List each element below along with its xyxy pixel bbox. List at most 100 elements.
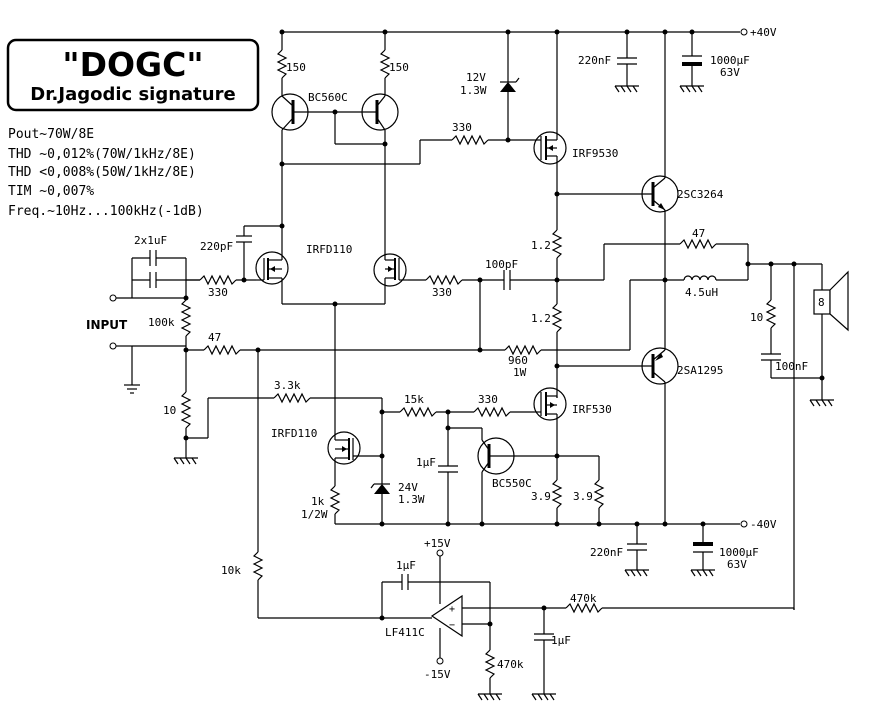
resistor-icon <box>186 344 505 356</box>
capacitor-icon <box>693 542 713 553</box>
r330-bot-label: 330 <box>478 393 498 406</box>
mosfet-icon <box>533 131 567 165</box>
r10k-label: 10k <box>221 564 241 577</box>
mosfet-icon <box>255 251 289 285</box>
rail-pos-label: +40V <box>750 26 777 39</box>
resistor-icon <box>329 485 341 515</box>
ground-icon <box>173 457 198 465</box>
resistor-icon <box>679 238 748 250</box>
spec-freq: Freq.~10Hz...100kHz(-1dB) <box>8 204 204 219</box>
input-terminals <box>109 294 186 385</box>
resistor-icon <box>484 649 496 679</box>
title-text: "DOGC" <box>62 45 203 84</box>
input-label: INPUT <box>86 318 128 332</box>
z24-power-label: 1.3W <box>398 493 425 506</box>
ground-icon <box>531 693 556 701</box>
resistor-icon <box>551 303 563 333</box>
c100p-label: 100pF <box>485 258 518 271</box>
capacitor-icon <box>438 465 458 473</box>
mosfet-icon <box>373 253 408 287</box>
op-label: LF411C <box>385 626 425 639</box>
r10-label: 10 <box>163 404 176 417</box>
r1-2b-label: 1.2 <box>531 312 551 325</box>
pnp-transistor-icon <box>557 347 679 385</box>
subtitle-text: Dr.Jagodic signature <box>30 84 235 105</box>
r3-9b-label: 3.9 <box>573 490 593 503</box>
spec-thd-50: THD <0,008%(50W/1kHz/8E) <box>8 165 196 180</box>
resistor-icon <box>593 479 605 509</box>
title-box: "DOGC" Dr.Jagodic signature <box>6 38 260 112</box>
c-2x1uf-label: 2x1uF <box>134 234 167 247</box>
resistor-icon <box>379 49 391 79</box>
r960-label: 960 <box>508 354 528 367</box>
z24-label: 24V <box>398 481 418 494</box>
resistor-icon <box>425 274 463 286</box>
ground-icon <box>624 569 649 577</box>
resistor-icon <box>765 299 777 329</box>
c1uf-out-label: 1µF <box>551 634 571 647</box>
ground-icon <box>614 85 639 93</box>
npn-transistor-icon <box>477 437 557 475</box>
svg-text:+: + <box>449 604 455 615</box>
resistor-icon <box>551 479 563 509</box>
svg-text:−: − <box>449 620 455 631</box>
resistor-icon <box>473 406 511 418</box>
zener-icon <box>370 483 390 494</box>
r3-3k-label: 3.3k <box>274 379 301 392</box>
resistor-icon <box>273 392 382 404</box>
r47-in-label: 47 <box>208 331 221 344</box>
r960-power-label: 1W <box>513 366 527 379</box>
r150b-label: 150 <box>389 61 409 74</box>
ground-icon <box>679 85 704 93</box>
capacitor-icon <box>131 250 200 298</box>
r1-2a-label: 1.2 <box>531 239 551 252</box>
capacitor-icon <box>236 235 252 243</box>
capacitor-icon <box>627 543 647 551</box>
resistor-icon <box>551 229 563 259</box>
q-2sc3264-label: 2SC3264 <box>677 188 724 201</box>
zener-icon <box>500 77 520 92</box>
r10-zobel-label: 10 <box>750 311 763 324</box>
c1000-bot-label: 1000µF <box>719 546 759 559</box>
c220n-bot-label: 220nF <box>590 546 623 559</box>
resistor-icon <box>565 602 603 614</box>
c1uf-label: 1µF <box>416 456 436 469</box>
r15k-label: 15k <box>404 393 424 406</box>
capacitor-icon <box>617 57 637 65</box>
rail-neg-label: -40V <box>750 518 777 531</box>
op-neg-label: -15V <box>424 668 451 681</box>
resistor-icon <box>276 49 288 79</box>
npn-transistor-icon <box>557 175 679 213</box>
r1k-label: 1k <box>311 495 325 508</box>
resistor-icon <box>504 344 542 356</box>
c1000-top-label: 1000µF <box>710 54 750 67</box>
ground-icon <box>809 399 834 407</box>
ground-icon <box>690 569 715 577</box>
z12-label: 12V <box>466 71 486 84</box>
r150a-label: 150 <box>286 61 306 74</box>
c1000-top-voltage-label: 63V <box>720 66 740 79</box>
op-pos-label: +15V <box>424 537 451 550</box>
q-irfd110a-label: IRFD110 <box>306 243 352 256</box>
pnp-transistor-icon <box>334 93 399 255</box>
mosfet-icon <box>533 387 567 421</box>
c220n-top-label: 220nF <box>578 54 611 67</box>
resistor-icon <box>399 406 437 418</box>
spec-pout: Pout~70W/8E <box>8 127 94 142</box>
r100k-label: 100k <box>148 316 175 329</box>
q-2sa1295-label: 2SA1295 <box>677 364 723 377</box>
r330-top-label: 330 <box>452 121 472 134</box>
c1uf-int-label: 1µF <box>396 559 416 572</box>
resistor-icon <box>451 134 534 146</box>
spec-tim: TIM ~0,007% <box>8 184 94 199</box>
speaker-icon: 8 <box>813 270 849 332</box>
l45-label: 4.5uH <box>685 286 718 299</box>
r330-in-label: 330 <box>208 286 228 299</box>
z12-power-label: 1.3W <box>460 84 487 97</box>
c220p-label: 220pF <box>200 240 233 253</box>
c100n-label: 100nF <box>775 360 808 373</box>
r47-out-label: 47 <box>692 227 705 240</box>
c1000-bot-voltage-label: 63V <box>727 558 747 571</box>
resistor-icon <box>180 386 192 458</box>
